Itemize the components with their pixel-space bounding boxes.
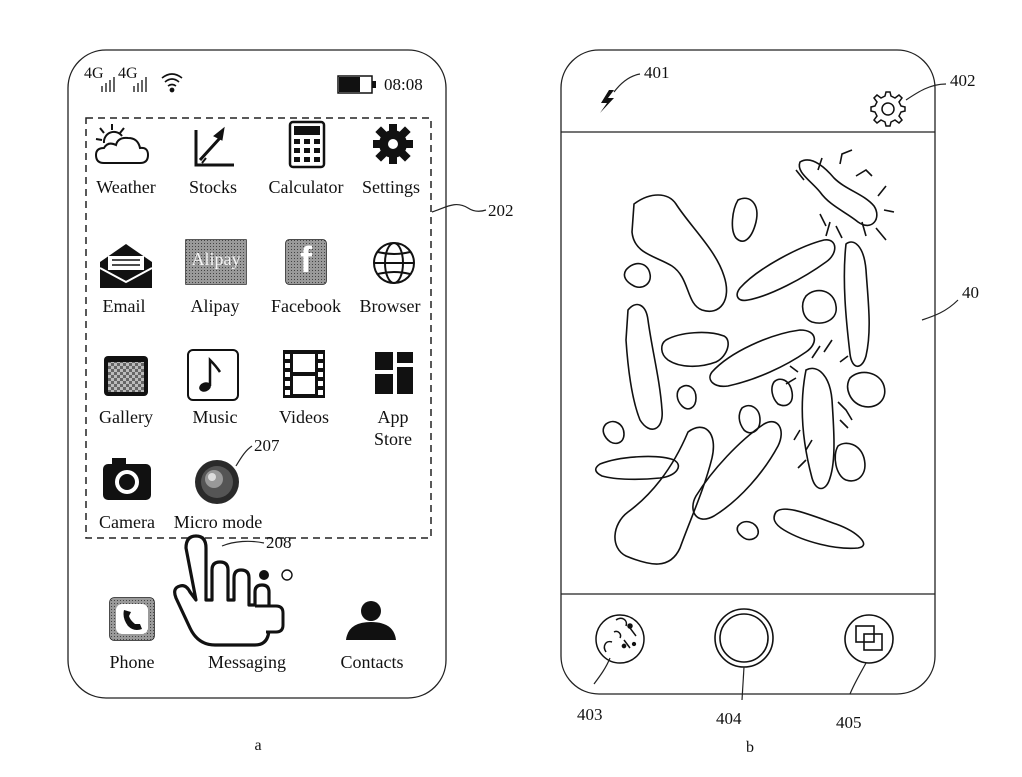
leader-404 [741, 666, 745, 701]
dock-label-phone[interactable]: Phone [109, 652, 155, 672]
phone-b-body [560, 49, 936, 695]
shutter-button[interactable] [714, 608, 774, 668]
app-label-facebook[interactable]: Facebook [271, 296, 341, 316]
dock-label-messaging[interactable]: Messaging [208, 652, 286, 672]
ref-208: 208 [266, 533, 292, 552]
flash-icon [600, 90, 614, 113]
battery-icon [337, 75, 376, 94]
status-time: 08:08 [384, 75, 423, 94]
calculator-icon [288, 120, 326, 169]
ref-404: 404 [716, 709, 742, 728]
leader-202 [431, 204, 487, 213]
contacts-icon [346, 601, 396, 640]
alipay-icon-text: Alipay [191, 249, 241, 269]
globe-icon [373, 242, 415, 284]
music-note-icon [187, 349, 239, 401]
app-label-app-store-line1[interactable]: App [377, 407, 409, 427]
film-icon [283, 350, 325, 398]
leader-208 [221, 540, 265, 547]
alipay-icon [185, 239, 247, 285]
leader-405 [849, 662, 867, 695]
ref-202: 202 [488, 201, 514, 220]
app-label-gallery[interactable]: Gallery [99, 407, 153, 427]
dock-label-contacts[interactable]: Contacts [340, 652, 404, 672]
ref-403: 403 [577, 705, 603, 724]
app-grid-region [85, 117, 432, 539]
leader-403 [593, 657, 611, 685]
switch-camera-icon[interactable] [844, 614, 894, 664]
leader-401 [613, 73, 641, 93]
leader-40 [921, 299, 959, 321]
hand-pointer-icon [173, 534, 285, 647]
weather-icon [94, 124, 150, 164]
micro-lens-icon [195, 460, 239, 504]
wifi-icon [161, 73, 183, 93]
envelope-icon [99, 244, 153, 288]
caption-b: b [746, 739, 754, 756]
phone-icon [109, 597, 155, 641]
leader-207 [235, 445, 253, 467]
stocks-icon [194, 126, 234, 167]
ref-405: 405 [836, 713, 862, 732]
leader-402 [905, 83, 947, 101]
camera-icon [103, 458, 151, 500]
signal-label-2: 4G [118, 65, 138, 82]
gallery-thumbnail-icon [595, 614, 645, 664]
app-label-settings[interactable]: Settings [361, 177, 421, 197]
app-label-calculator[interactable]: Calculator [268, 177, 344, 197]
app-store-icon [375, 352, 413, 394]
touch-dot [259, 570, 269, 580]
caption-a: a [254, 737, 262, 754]
ref-402: 402 [950, 71, 976, 90]
camera-settings-icon [870, 91, 906, 127]
micro-image [594, 149, 895, 565]
phone-a-body [67, 49, 447, 699]
ref-401: 401 [644, 63, 670, 82]
app-label-videos[interactable]: Videos [279, 407, 329, 427]
signal-label-1: 4G [84, 65, 104, 82]
app-label-camera[interactable]: Camera [99, 512, 155, 532]
app-label-email[interactable]: Email [102, 296, 146, 316]
touch-ring [281, 569, 293, 581]
app-label-alipay[interactable]: Alipay [190, 296, 240, 316]
app-label-browser[interactable]: Browser [359, 296, 421, 316]
app-label-micro-mode[interactable]: Micro mode [173, 512, 263, 532]
signal-icon [101, 77, 147, 92]
gear-icon [373, 124, 413, 164]
app-label-stocks[interactable]: Stocks [188, 177, 238, 197]
app-label-app-store-line2[interactable]: Store [374, 429, 412, 449]
facebook-icon-text: f [300, 239, 312, 280]
app-label-weather[interactable]: Weather [96, 177, 156, 197]
ref-207: 207 [254, 436, 280, 455]
facebook-icon [285, 239, 327, 285]
app-label-music[interactable]: Music [192, 407, 238, 427]
gallery-icon [104, 356, 148, 396]
ref-40: 40 [962, 283, 979, 302]
